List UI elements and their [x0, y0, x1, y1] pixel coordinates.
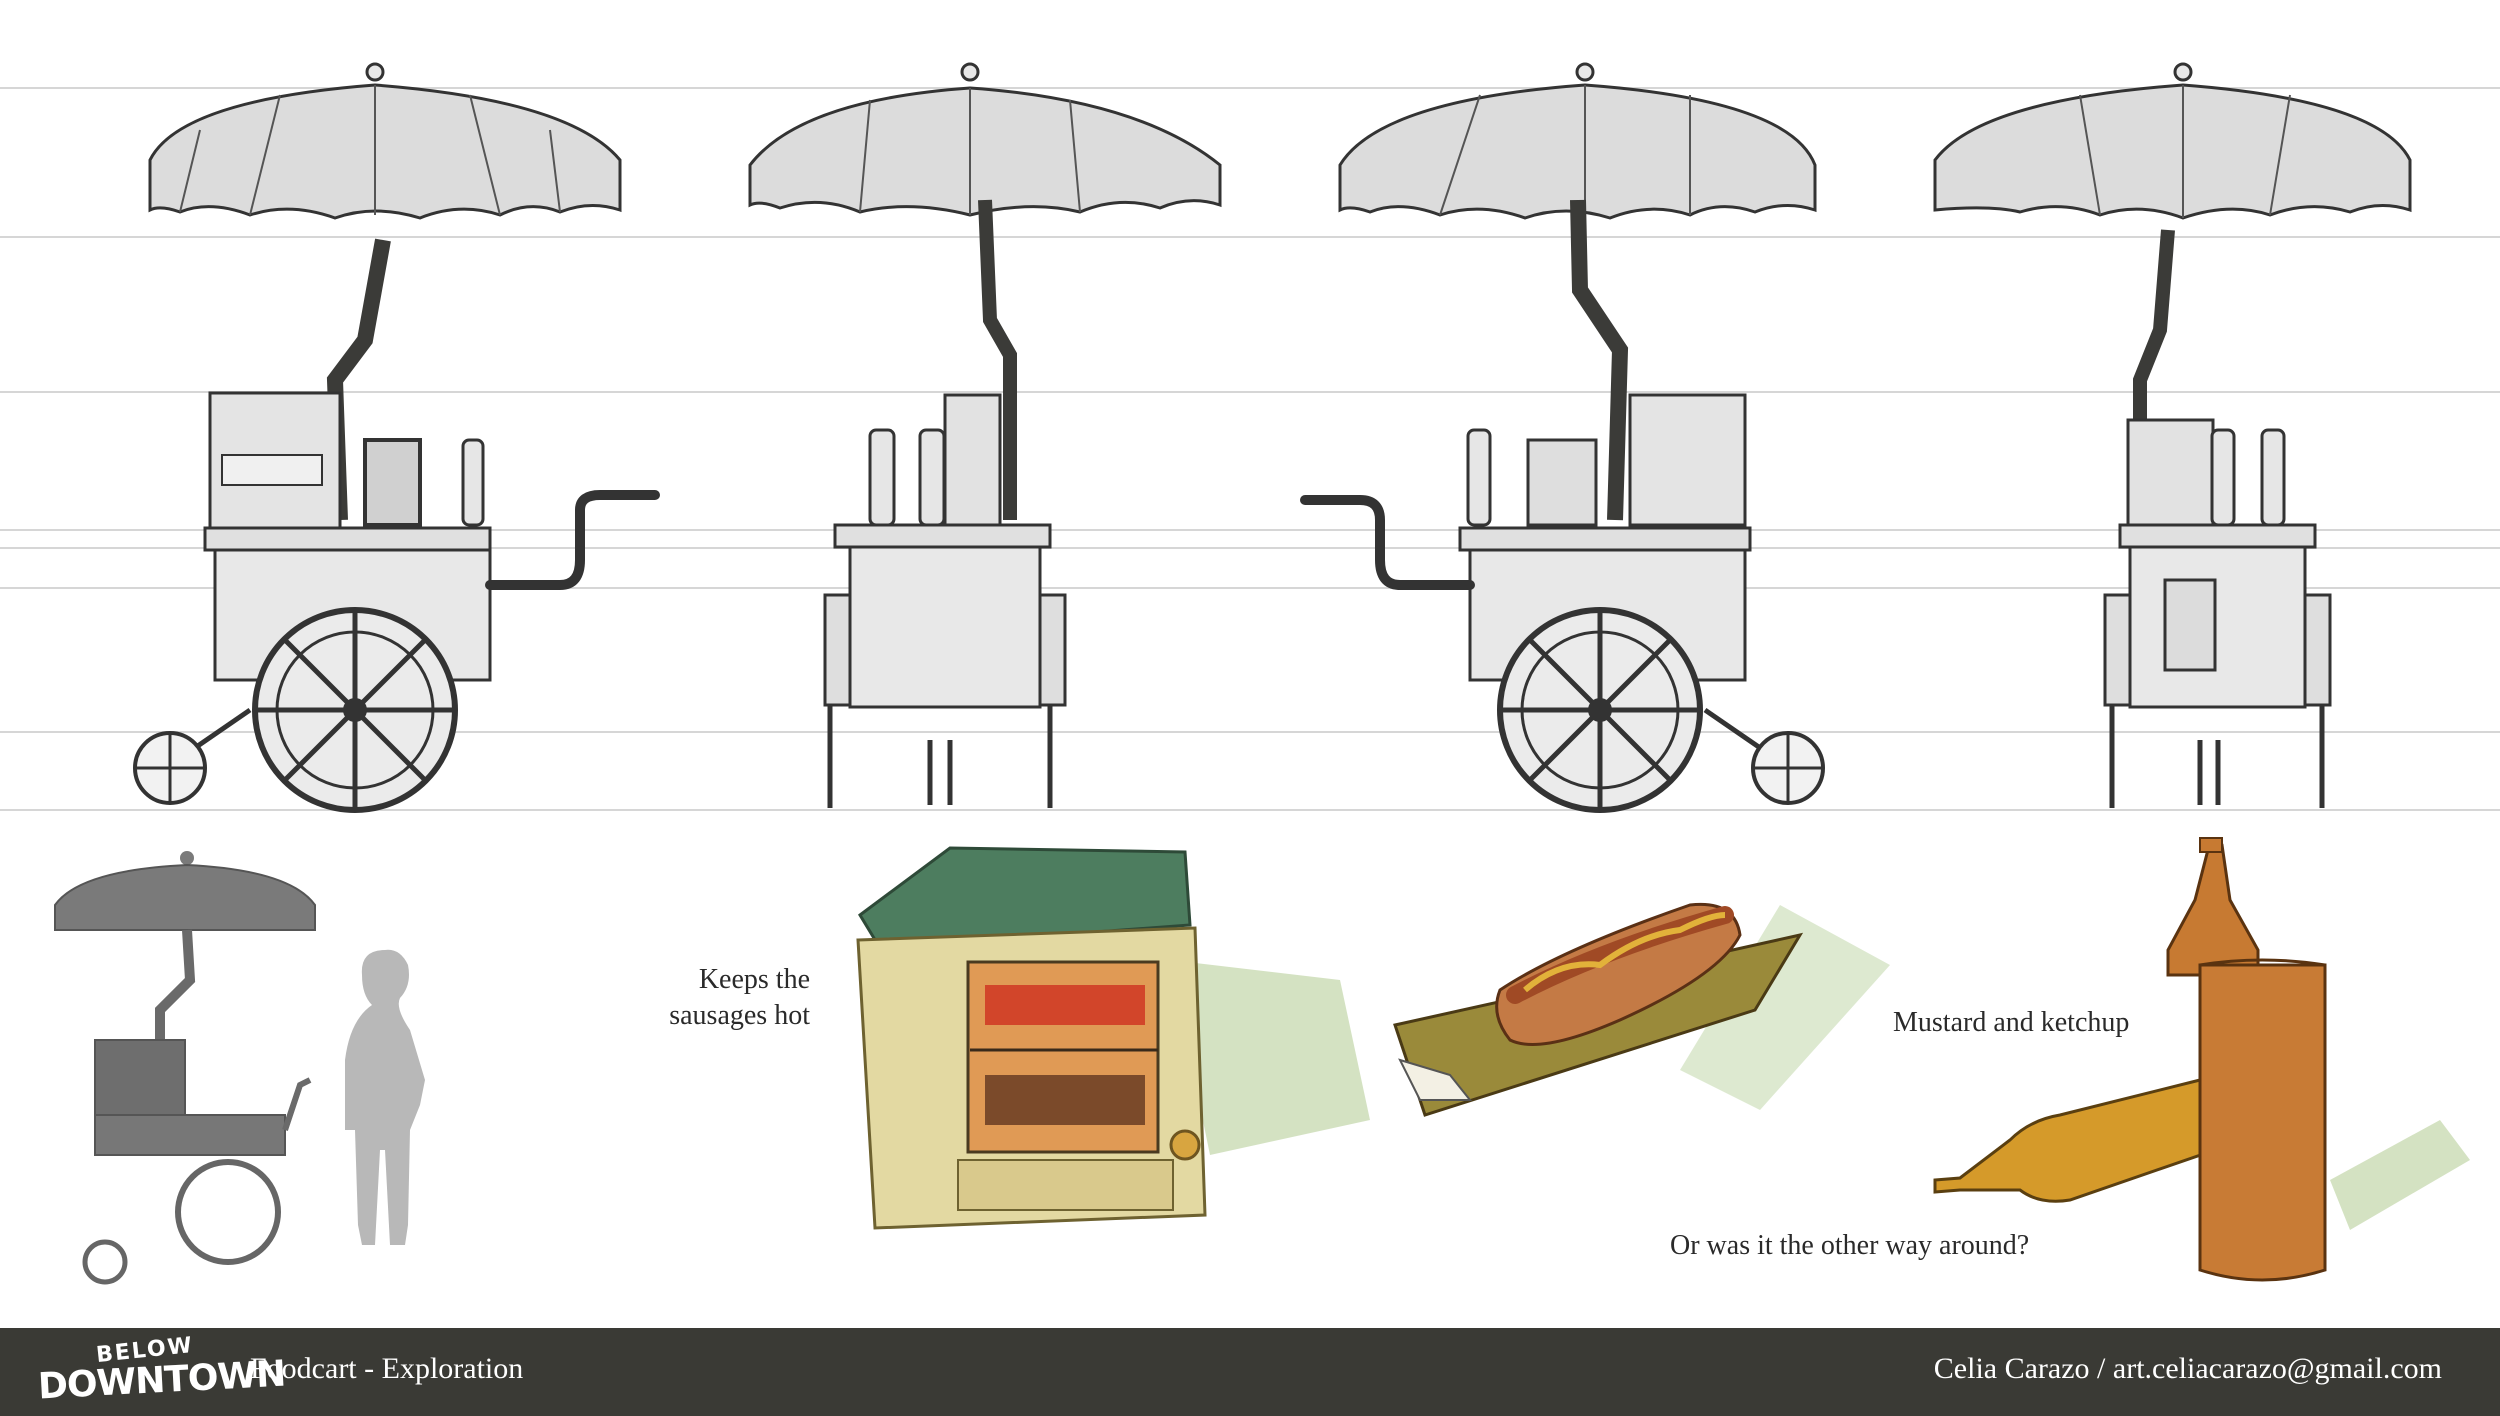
side-view-left: [133, 62, 660, 813]
back-view: [1933, 62, 2412, 808]
joke-annotation: Or was it the other way around?: [1670, 1230, 2030, 1261]
umbrella-icon: [1338, 62, 1817, 220]
sheet-title: Foodcart - Exploration: [250, 1352, 524, 1385]
condiments-annotation: Mustard and ketchup: [1893, 1007, 2130, 1038]
3d-render-cart: [54, 851, 316, 1285]
artist-credit: Celia Carazo / art.celiacarazo@gmail.com: [1933, 1352, 2442, 1385]
footer-bar: BELOW DOWNTOWN Foodcart - Exploration Ce…: [0, 1328, 2500, 1416]
umbrella-icon: [748, 62, 1222, 217]
logo-bottom-text: DOWNTOWN: [37, 1353, 287, 1408]
umbrella-pole: [1570, 199, 1629, 521]
umbrella-pole: [978, 199, 1017, 520]
umbrella-icon: [1933, 62, 2412, 220]
condiment-bottles: [1933, 837, 2470, 1282]
side-view-right: [1300, 62, 1825, 813]
steamer-annotation: Keeps the sausages hot: [669, 964, 810, 1031]
umbrella-icon: [148, 62, 622, 220]
concept-art-canvas: [0, 62, 2500, 1285]
sausage-steamer: [856, 846, 1370, 1230]
character-silhouette: [345, 949, 425, 1245]
front-view: [748, 62, 1222, 808]
below-downtown-logo: BELOW DOWNTOWN: [37, 1333, 286, 1408]
concept-art-sheet: Keeps the sausages hot Mustard and ketch…: [0, 62, 2500, 1285]
hotdog-tray: [1393, 902, 1890, 1117]
